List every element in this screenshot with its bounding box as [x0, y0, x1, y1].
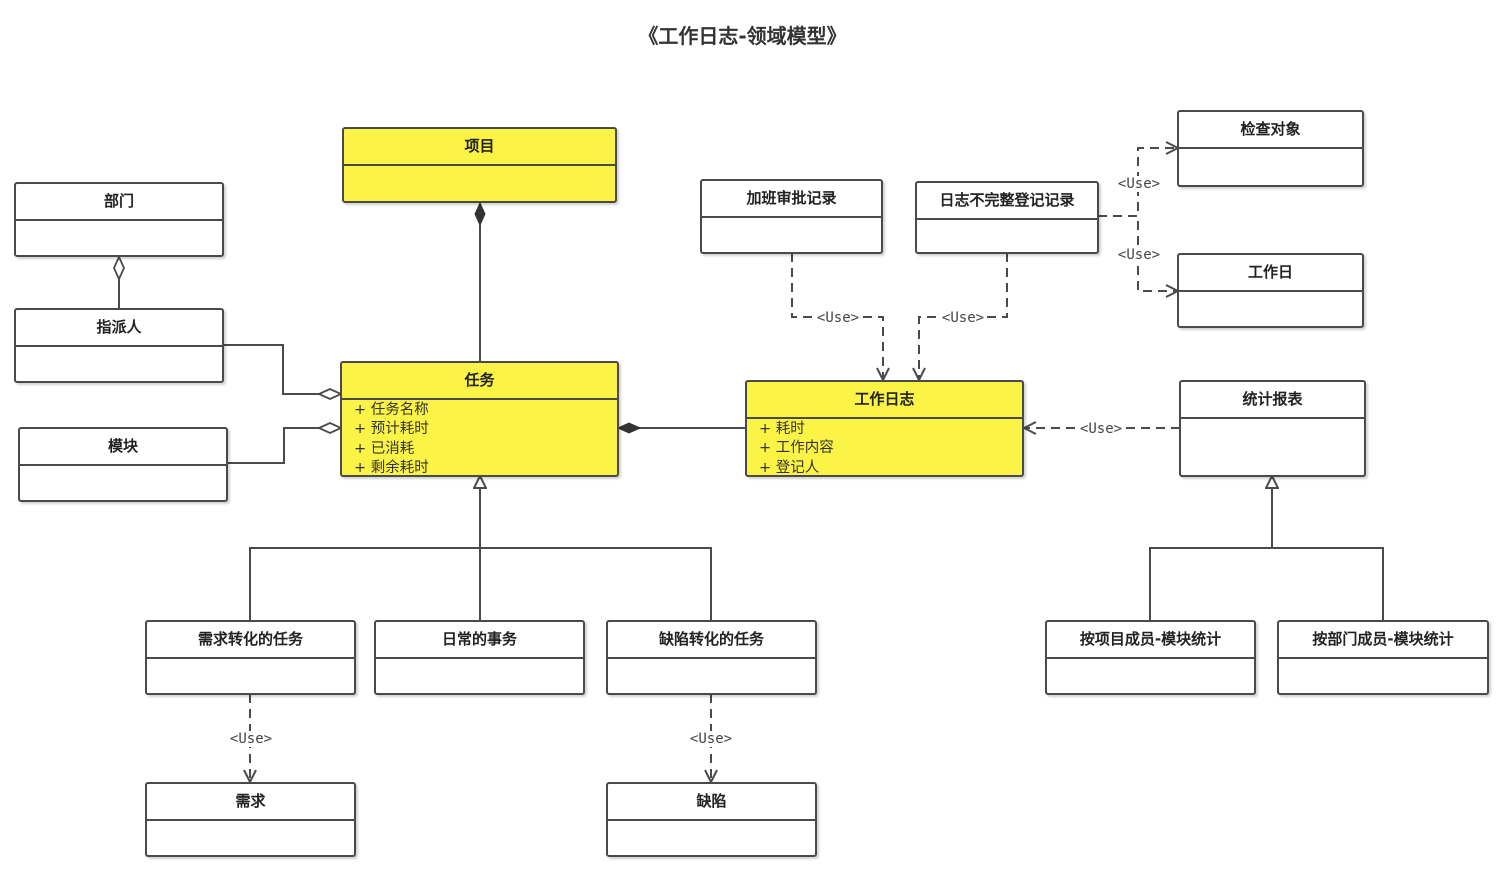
- attribute: + 预计耗时: [354, 421, 429, 438]
- class-member-module-report[interactable]: 按项目成员-模块统计: [1045, 620, 1256, 695]
- class-name: 按部门成员-模块统计: [1279, 622, 1487, 659]
- class-task[interactable]: 任务 + 任务名称 + 预计耗时 + 已消耗 + 剩余耗时: [340, 361, 619, 477]
- attribute: + 任务名称: [354, 402, 429, 418]
- class-name: 模块: [20, 429, 226, 466]
- generalization-defect-task: [480, 547, 712, 621]
- class-project[interactable]: 项目: [342, 127, 617, 203]
- class-module[interactable]: 模块: [18, 427, 228, 502]
- use-label: <Use>: [940, 310, 986, 326]
- class-report[interactable]: 统计报表: [1179, 380, 1366, 477]
- attribute: + 工作内容: [759, 440, 834, 457]
- class-assignee[interactable]: 指派人: [14, 308, 224, 383]
- class-daily-affair[interactable]: 日常的事务: [374, 620, 585, 695]
- class-name: 工作日志: [747, 382, 1022, 419]
- use-label: <Use>: [1078, 421, 1124, 437]
- class-name: 工作日: [1179, 255, 1362, 292]
- class-check-target[interactable]: 检查对象: [1177, 110, 1364, 187]
- use-label: <Use>: [815, 310, 861, 326]
- class-requirement[interactable]: 需求: [145, 782, 356, 857]
- class-department[interactable]: 部门: [14, 182, 224, 257]
- class-worklog[interactable]: 工作日志 + 耗时 + 工作内容 + 登记人: [745, 380, 1024, 477]
- aggregation-assignee-task: [222, 344, 341, 394]
- class-overtime-approval[interactable]: 加班审批记录: [700, 179, 883, 254]
- class-name: 检查对象: [1179, 112, 1362, 149]
- attribute-list: + 任务名称 + 预计耗时 + 已消耗 + 剩余耗时: [342, 400, 617, 478]
- class-name: 日志不完整登记记录: [917, 183, 1097, 220]
- class-name: 任务: [342, 363, 617, 400]
- generalization-member-report: [1149, 547, 1272, 621]
- attribute: + 耗时: [759, 421, 805, 437]
- class-defect[interactable]: 缺陷: [606, 782, 817, 857]
- class-workday[interactable]: 工作日: [1177, 253, 1364, 328]
- class-name: 部门: [16, 184, 222, 221]
- class-requirement-task[interactable]: 需求转化的任务: [145, 620, 356, 695]
- class-name: 项目: [344, 129, 615, 166]
- class-name: 缺陷: [608, 784, 815, 821]
- diagram-title: 《工作日志-领域模型》: [638, 24, 847, 48]
- generalization-req-task: [249, 547, 480, 621]
- use-label: <Use>: [688, 731, 734, 747]
- attribute: + 剩余耗时: [354, 459, 429, 476]
- class-name: 日常的事务: [376, 622, 583, 659]
- class-name: 需求转化的任务: [147, 622, 354, 659]
- class-name: 统计报表: [1181, 382, 1364, 419]
- class-name: 指派人: [16, 310, 222, 347]
- use-label: <Use>: [1116, 247, 1162, 263]
- class-name: 需求: [147, 784, 354, 821]
- aggregation-module-task: [226, 428, 341, 464]
- generalization-dept-report: [1272, 547, 1384, 621]
- use-label: <Use>: [228, 731, 274, 747]
- class-dept-module-report[interactable]: 按部门成员-模块统计: [1277, 620, 1489, 695]
- class-name: 缺陷转化的任务: [608, 622, 815, 659]
- class-name: 加班审批记录: [702, 181, 881, 218]
- class-defect-task[interactable]: 缺陷转化的任务: [606, 620, 817, 695]
- attribute: + 已消耗: [354, 440, 415, 457]
- use-label: <Use>: [1116, 176, 1162, 192]
- class-name: 按项目成员-模块统计: [1047, 622, 1254, 659]
- class-incomplete-log[interactable]: 日志不完整登记记录: [915, 181, 1099, 254]
- attribute: + 登记人: [759, 459, 820, 476]
- attribute-list: + 耗时 + 工作内容 + 登记人: [747, 419, 1022, 478]
